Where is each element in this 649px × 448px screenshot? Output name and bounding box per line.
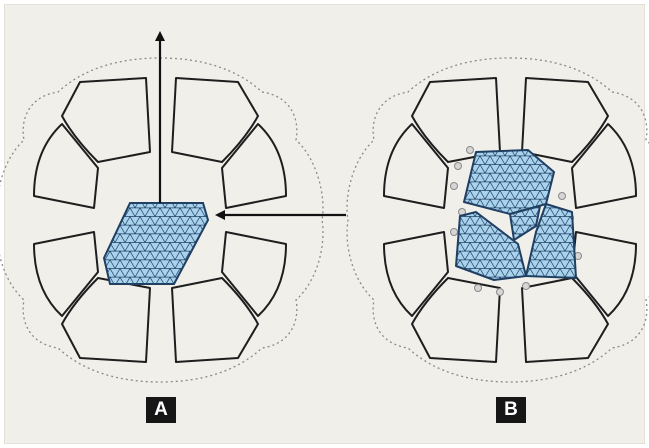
fragment-top	[464, 150, 554, 214]
panel-a	[0, 36, 346, 382]
crystal-plate-a	[104, 203, 208, 284]
panel-label-a: A	[146, 397, 176, 423]
crystal-fragments-b	[456, 150, 576, 280]
panel-b	[347, 58, 649, 382]
panel-label-b: B	[496, 397, 526, 423]
